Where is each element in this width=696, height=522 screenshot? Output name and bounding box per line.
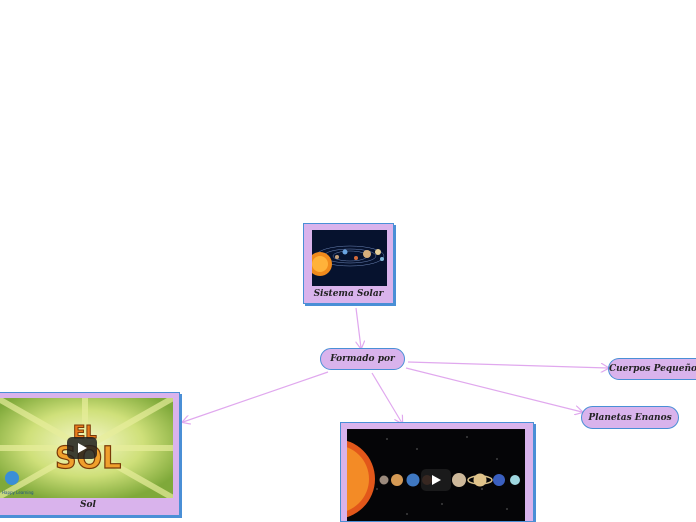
- node-sistema-solar[interactable]: Sistema Solar: [303, 223, 394, 304]
- link-connector-dwarf-planets: [405, 367, 582, 412]
- node-sol[interactable]: EL SOL Happy Learning Sol: [0, 392, 180, 516]
- node-label: Sol: [80, 500, 96, 510]
- solar-system-image: [312, 230, 387, 286]
- node-label: Sistema Solar: [313, 289, 384, 299]
- node-planetas-enanos[interactable]: Planetas Enanos: [581, 406, 679, 429]
- link-root-connector: [356, 307, 361, 348]
- link-connector-planets: [371, 372, 402, 423]
- node-formado-por[interactable]: Formado por: [320, 348, 405, 370]
- node-label: Cuerpos Pequeños: [608, 364, 696, 374]
- happy-learning-badge: Happy Learning: [2, 490, 34, 495]
- node-label: Formado por: [330, 354, 395, 364]
- play-icon[interactable]: [421, 469, 451, 491]
- sun-video-thumbnail[interactable]: EL SOL Happy Learning: [0, 398, 173, 498]
- node-cuerpos-pequenos[interactable]: Cuerpos Pequeños: [608, 358, 696, 380]
- play-icon[interactable]: [67, 437, 97, 459]
- link-connector-sun: [183, 371, 329, 422]
- node-planetas[interactable]: [340, 422, 534, 522]
- link-connector-small-bodies: [407, 361, 608, 368]
- happy-learning-logo-icon: [5, 471, 19, 485]
- node-label: Planetas Enanos: [588, 412, 672, 423]
